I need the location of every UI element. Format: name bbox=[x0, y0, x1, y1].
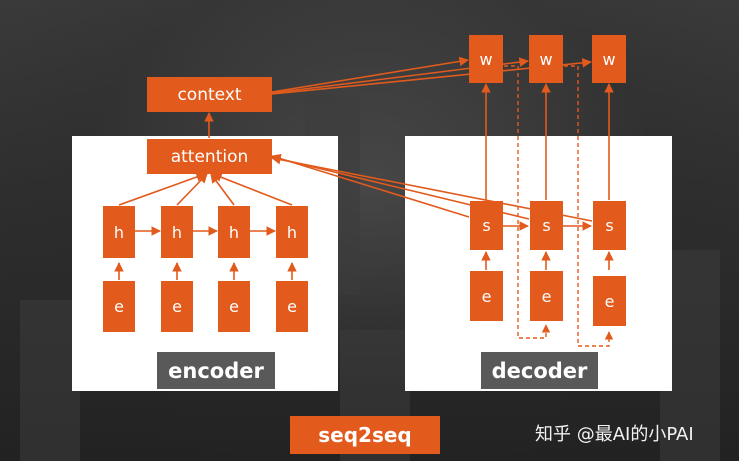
encoder-embed-node-4: e bbox=[276, 281, 308, 332]
encoder-hidden-node-2: h bbox=[161, 206, 193, 258]
decoder-state-node-1: s bbox=[470, 201, 503, 250]
decoder-embed-node-3: e bbox=[593, 276, 626, 326]
seq2seq-title: seq2seq bbox=[290, 416, 440, 454]
output-node-w2: w bbox=[529, 35, 563, 83]
watermark: 知乎 @最AI的小PAI bbox=[535, 424, 694, 445]
output-node-w3: w bbox=[592, 35, 626, 83]
decoder-embed-node-1: e bbox=[470, 271, 503, 321]
context-node: context bbox=[147, 77, 272, 112]
decoder-panel bbox=[405, 136, 672, 391]
encoder-embed-node-3: e bbox=[218, 281, 250, 332]
decoder-state-node-3: s bbox=[593, 201, 626, 250]
decoder-caption: decoder bbox=[481, 352, 598, 389]
encoder-caption: encoder bbox=[157, 352, 275, 389]
decoder-state-node-2: s bbox=[530, 201, 563, 250]
encoder-embed-node-1: e bbox=[103, 281, 135, 332]
encoder-hidden-node-3: h bbox=[218, 206, 250, 258]
encoder-hidden-node-1: h bbox=[103, 206, 135, 258]
encoder-hidden-node-4: h bbox=[276, 206, 308, 258]
background-building bbox=[20, 300, 80, 461]
encoder-embed-node-2: e bbox=[161, 281, 193, 332]
output-node-w1: w bbox=[469, 35, 503, 83]
attention-node: attention bbox=[147, 139, 272, 174]
decoder-embed-node-2: e bbox=[530, 271, 563, 321]
